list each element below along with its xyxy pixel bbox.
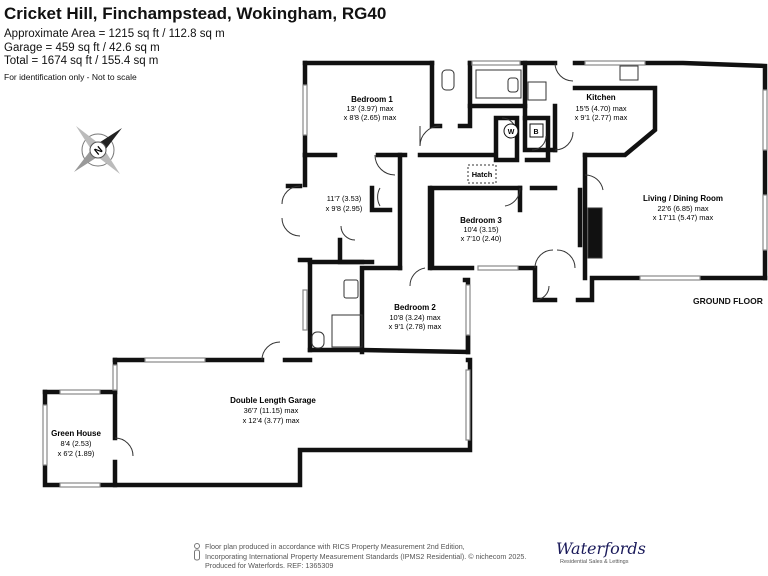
windows: [42, 60, 768, 488]
toilet-icon: [441, 69, 455, 91]
hob-icon: [527, 81, 547, 101]
sink-icon: [507, 77, 519, 93]
fixtures: [311, 65, 639, 349]
doors: [114, 62, 604, 457]
bedroom3-dim2: x 7'10 (2.40): [461, 234, 502, 243]
rics-person-icon: [194, 543, 200, 561]
basin-icon: [343, 279, 359, 299]
compass-icon: N: [74, 126, 122, 174]
garage-dim2: x 12'4 (3.77) max: [243, 416, 300, 425]
plan-title: Cricket Hill, Finchampstead, Wokingham, …: [4, 4, 387, 23]
brand-tagline: Residential Sales & Lettings: [560, 559, 629, 565]
kitchen-dim2: x 9'1 (2.77) max: [575, 113, 628, 122]
total-area: Total = 1674 sq ft / 155.4 sq m: [4, 55, 159, 67]
approx-area: Approximate Area = 1215 sq ft / 112.8 sq…: [4, 28, 225, 40]
kitchen-sink-icon: [619, 65, 639, 81]
greenhouse-dim1: 8'4 (2.53): [61, 439, 92, 448]
bedroom2-dim2: x 9'1 (2.78) max: [389, 322, 442, 331]
garage-name: Double Length Garage: [230, 396, 316, 405]
garage-area: Garage = 459 sq ft / 42.6 sq m: [4, 41, 160, 54]
walls: [42, 60, 768, 488]
w-circle: [503, 123, 519, 139]
b-box: [529, 123, 544, 138]
scale-note: For identification only - Not to scale: [4, 71, 137, 82]
hatch-box: [467, 164, 497, 184]
brand-logo: Waterfords Residential Sales & Lettings: [556, 537, 656, 571]
greenhouse-dim2: x 6'2 (1.89): [58, 449, 95, 458]
w-label: W: [508, 129, 515, 136]
bedroom2-name: Bedroom 2: [394, 303, 436, 312]
hatch-label: Hatch: [472, 170, 493, 179]
greenhouse-name: Green House: [51, 429, 101, 438]
brand-name: Waterfords: [556, 539, 646, 558]
garage-dim1: 36'7 (11.15) max: [244, 406, 299, 415]
shower-icon: [331, 314, 363, 348]
kitchen-dim1: 15'5 (4.70) max: [575, 104, 626, 113]
header: Cricket Hill, Finchampstead, Wokingham, …: [4, 4, 386, 82]
bedroom1-dim1: 13' (3.97) max: [346, 104, 393, 113]
bedroom3-dim1: 10'4 (3.15): [463, 225, 498, 234]
footer: Floor plan produced in accordance with R…: [205, 542, 545, 571]
living-dim1: 22'6 (6.85) max: [657, 204, 708, 213]
b-label: B: [533, 129, 538, 136]
kitchen-name: Kitchen: [586, 93, 615, 102]
footer-line1: Floor plan produced in accordance with R…: [205, 542, 465, 551]
room-labels: Bedroom 1 13' (3.97) max x 8'8 (2.65) ma…: [51, 93, 723, 458]
living-dim2: x 17'11 (5.47) max: [653, 213, 714, 222]
footer-line2: Incorporating International Property Mea…: [205, 551, 527, 561]
footer-line3: Produced for Waterfords. REF: 1365309: [205, 561, 334, 570]
bedroom3-name: Bedroom 3: [460, 216, 502, 225]
living-name: Living / Dining Room: [643, 194, 723, 203]
bath-icon: [475, 69, 522, 99]
wc-icon: [311, 331, 325, 349]
bedroom4-dim2: x 9'8 (2.95): [326, 204, 363, 213]
bedroom2-dim1: 10'8 (3.24) max: [389, 313, 440, 322]
fireplace-icon: [587, 207, 603, 259]
bedroom1-name: Bedroom 1: [351, 95, 393, 104]
floor-label: GROUND FLOOR: [693, 296, 763, 306]
bedroom4-dim1: 11'7 (3.53): [327, 194, 362, 203]
bedroom1-dim2: x 8'8 (2.65) max: [344, 113, 397, 122]
